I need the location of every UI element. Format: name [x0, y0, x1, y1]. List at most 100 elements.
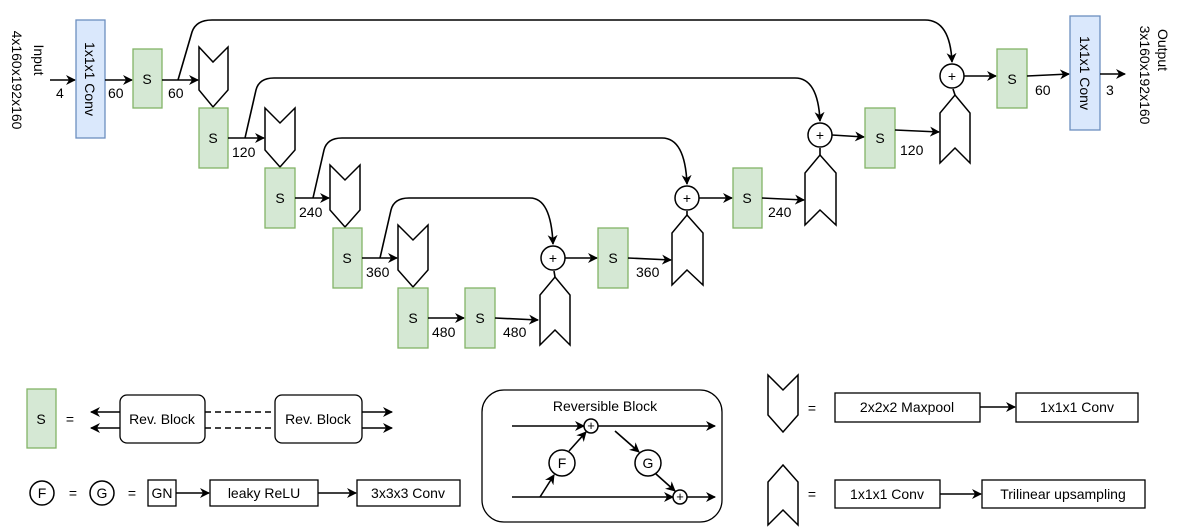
upsample-shape — [767, 463, 799, 527]
upsample-label: Trilinear upsampling — [1000, 486, 1126, 502]
equals-sign: = — [128, 485, 136, 501]
maxpool-box — [834, 392, 981, 423]
s-label: S — [142, 71, 151, 87]
equals-sign: = — [69, 485, 77, 501]
skip-connection — [379, 197, 558, 259]
channel-label: 240 — [768, 204, 792, 220]
channel-label: 480 — [432, 324, 456, 340]
s-block — [132, 48, 163, 109]
plus-label: + — [587, 418, 595, 433]
channel-label: 60 — [168, 85, 184, 101]
channel-label: 120 — [900, 142, 924, 158]
channel-label: 480 — [503, 324, 527, 340]
reversible-block-frame — [481, 389, 723, 523]
legend-upsample: = 1x1x1 Conv Trilinear upsampling — [767, 463, 1146, 527]
maxpool-shape — [198, 45, 229, 109]
upsample-shape — [939, 93, 971, 165]
arrow — [627, 254, 672, 265]
channel-label: 240 — [299, 204, 323, 220]
channel-label: 4 — [56, 85, 64, 101]
rev-block — [119, 394, 206, 444]
input-conv-block — [75, 19, 106, 139]
leaky-relu-box — [209, 479, 319, 507]
arrow — [761, 194, 805, 205]
s-label: S — [408, 310, 417, 326]
f-label: F — [38, 485, 47, 501]
conv1-label: 1x1x1 Conv — [850, 486, 924, 502]
plus-label: + — [948, 68, 956, 84]
s-block — [26, 388, 57, 449]
f-node — [29, 480, 55, 506]
s-label: S — [875, 130, 884, 146]
s-block — [397, 287, 429, 349]
reversible-block-title: Reversible Block — [553, 398, 658, 414]
input-title: Input — [31, 44, 47, 75]
rev-block — [274, 394, 363, 444]
channel-label: 360 — [636, 264, 660, 280]
arrow — [539, 474, 555, 498]
upsample-shape — [804, 153, 837, 227]
conv1-box — [1015, 392, 1139, 423]
connector — [952, 88, 956, 96]
decoder: + S 360 + S 240 + S 120 + S 60 1x1x1 Co — [539, 15, 1126, 347]
channel-label: 60 — [1035, 82, 1051, 98]
f-node — [548, 449, 576, 477]
legend-fg: F = G = GN leaky ReLU 3x3x3 Conv — [29, 479, 461, 507]
channel-label: 60 — [108, 85, 124, 101]
conv-label: 1x1x1 Conv — [1077, 36, 1093, 110]
arrow — [614, 430, 640, 453]
s-label: S — [742, 190, 751, 206]
output-label: Output 3x160x192x160 — [1137, 26, 1171, 125]
upsample-box — [981, 479, 1146, 509]
encoder: S 60 S 120 S 240 S 360 S 480 S 480 — [132, 45, 539, 349]
arrow — [568, 431, 587, 452]
output-title: Output — [1155, 29, 1171, 71]
s-block — [264, 167, 296, 229]
s-block — [732, 167, 763, 229]
conv3-label: 3x3x3 Conv — [371, 485, 445, 501]
plus-label: + — [676, 489, 684, 504]
s-block — [996, 48, 1028, 109]
s-label: S — [275, 190, 284, 206]
s-block — [332, 227, 363, 289]
conv3-box — [356, 479, 461, 507]
leaky-relu-label: leaky ReLU — [228, 485, 300, 501]
connector — [553, 270, 556, 278]
g-label: G — [643, 455, 654, 471]
equals-sign: = — [66, 411, 74, 427]
rev-block-label: Rev. Block — [285, 411, 352, 427]
arrow — [831, 131, 865, 142]
arrow — [655, 473, 676, 492]
skip-connection — [312, 137, 692, 199]
arrow — [894, 126, 940, 137]
arrow — [1026, 69, 1070, 80]
s-label: S — [475, 310, 484, 326]
s-label: S — [208, 130, 217, 146]
channel-label: 3 — [1106, 82, 1114, 98]
output-conv-block — [1069, 15, 1101, 131]
s-label: S — [36, 411, 45, 427]
equals-sign: = — [808, 486, 816, 502]
s-label: S — [1007, 71, 1016, 87]
arrow — [494, 314, 539, 325]
legend-s: S = Rev. Block Rev. Block — [26, 388, 393, 449]
conv1-label: 1x1x1 Conv — [1040, 399, 1114, 415]
gn-box — [147, 479, 177, 507]
s-label: S — [342, 250, 351, 266]
maxpool-shape — [397, 223, 429, 289]
maxpool-shape — [767, 373, 799, 434]
equals-sign: = — [808, 400, 816, 416]
upsample-shape — [539, 275, 571, 347]
skip-connection — [244, 77, 825, 139]
maxpool-label: 2x2x2 Maxpool — [860, 399, 954, 415]
conv-label: 1x1x1 Conv — [82, 42, 98, 116]
legend-maxpool: = 2x2x2 Maxpool 1x1x1 Conv — [767, 373, 1139, 434]
gn-label: GN — [152, 485, 173, 501]
upsample-shape — [671, 213, 704, 287]
g-node — [89, 480, 115, 506]
skip-connections — [177, 19, 957, 259]
input-label: Input 4x160x192x160 — [9, 31, 47, 130]
legend-reversible-block: Reversible Block + + F G — [481, 389, 723, 523]
s-block — [864, 107, 896, 169]
